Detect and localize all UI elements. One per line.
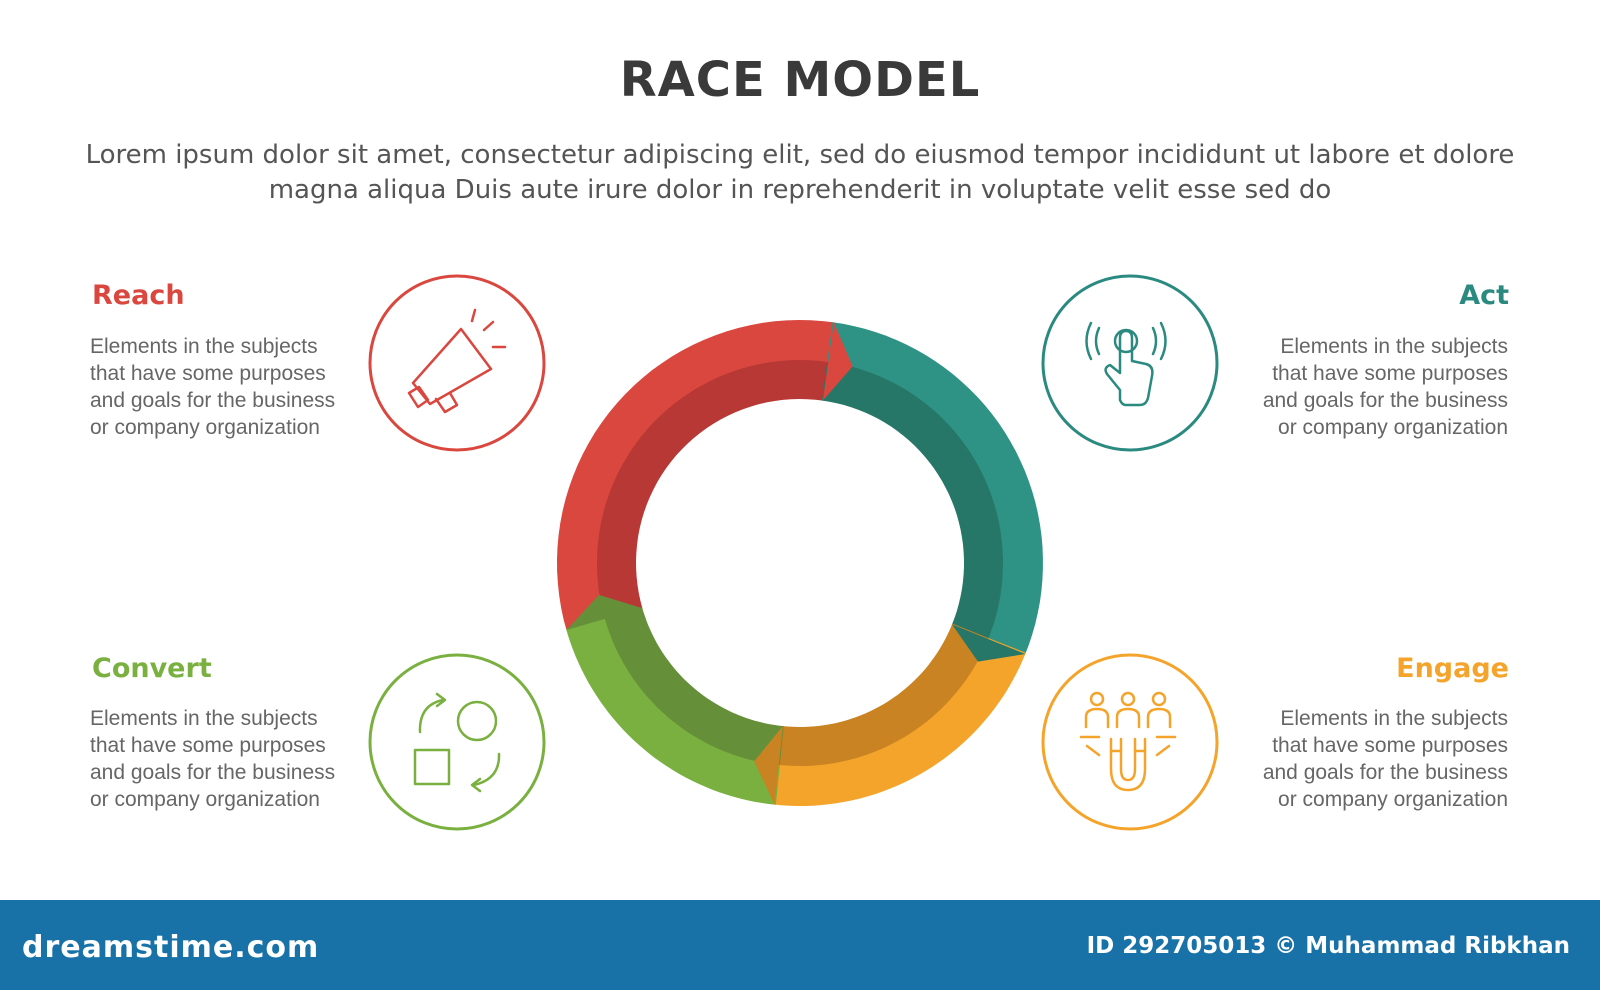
magnet-people-icon (1079, 691, 1177, 792)
engage-description: Elements in the subjects that have some … (1262, 707, 1508, 811)
megaphone-icon (407, 308, 507, 414)
ring-segment-red-inner (597, 360, 830, 620)
page-title: RACE MODEL (619, 52, 981, 108)
shapes-cycle-icon (413, 692, 501, 793)
ring-segment-teal-outer (827, 322, 1043, 656)
ring-segment-teal-inner (822, 361, 1003, 640)
convert-description: Elements in the subjects that have some … (90, 707, 336, 811)
act-description: Elements in the subjects that have some … (1262, 335, 1508, 439)
ring-segment-orange-outer (773, 637, 1026, 806)
footer-logo[interactable]: dreamstime.com (22, 930, 320, 965)
convert-icon-circle (368, 653, 546, 831)
reach-title: Reach (92, 280, 185, 311)
arrow-tip-teal (952, 624, 1026, 662)
ring-segment-red-outer (557, 320, 836, 632)
engage-icon-circle (1041, 653, 1219, 831)
ring-segment-green-outer (566, 617, 780, 805)
race-ring (557, 320, 1043, 806)
reach-description: Elements in the subjects that have some … (90, 335, 336, 439)
ring-segment-orange-inner (777, 623, 989, 766)
reach-icon-circle (368, 274, 546, 452)
arrow-tip-red (822, 322, 853, 401)
arrow-tip-orange (754, 726, 783, 805)
race-cycle-diagram (368, 274, 1219, 831)
page-subtitle: Lorem ipsum dolor sit amet, consectetur … (85, 140, 1515, 205)
engage-title: Engage (1396, 653, 1509, 684)
footer-bar: dreamstime.com ID 292705013 © Muhammad R… (0, 900, 1600, 990)
tap-hand-icon (1085, 321, 1167, 407)
footer-credit: ID 292705013 © Muhammad Ribkhan (1086, 933, 1570, 959)
act-icon-circle (1041, 274, 1219, 452)
act-title: Act (1459, 280, 1509, 311)
convert-title: Convert (92, 653, 212, 684)
ring-segment-green-inner (604, 607, 784, 765)
arrow-tip-green (566, 594, 643, 630)
